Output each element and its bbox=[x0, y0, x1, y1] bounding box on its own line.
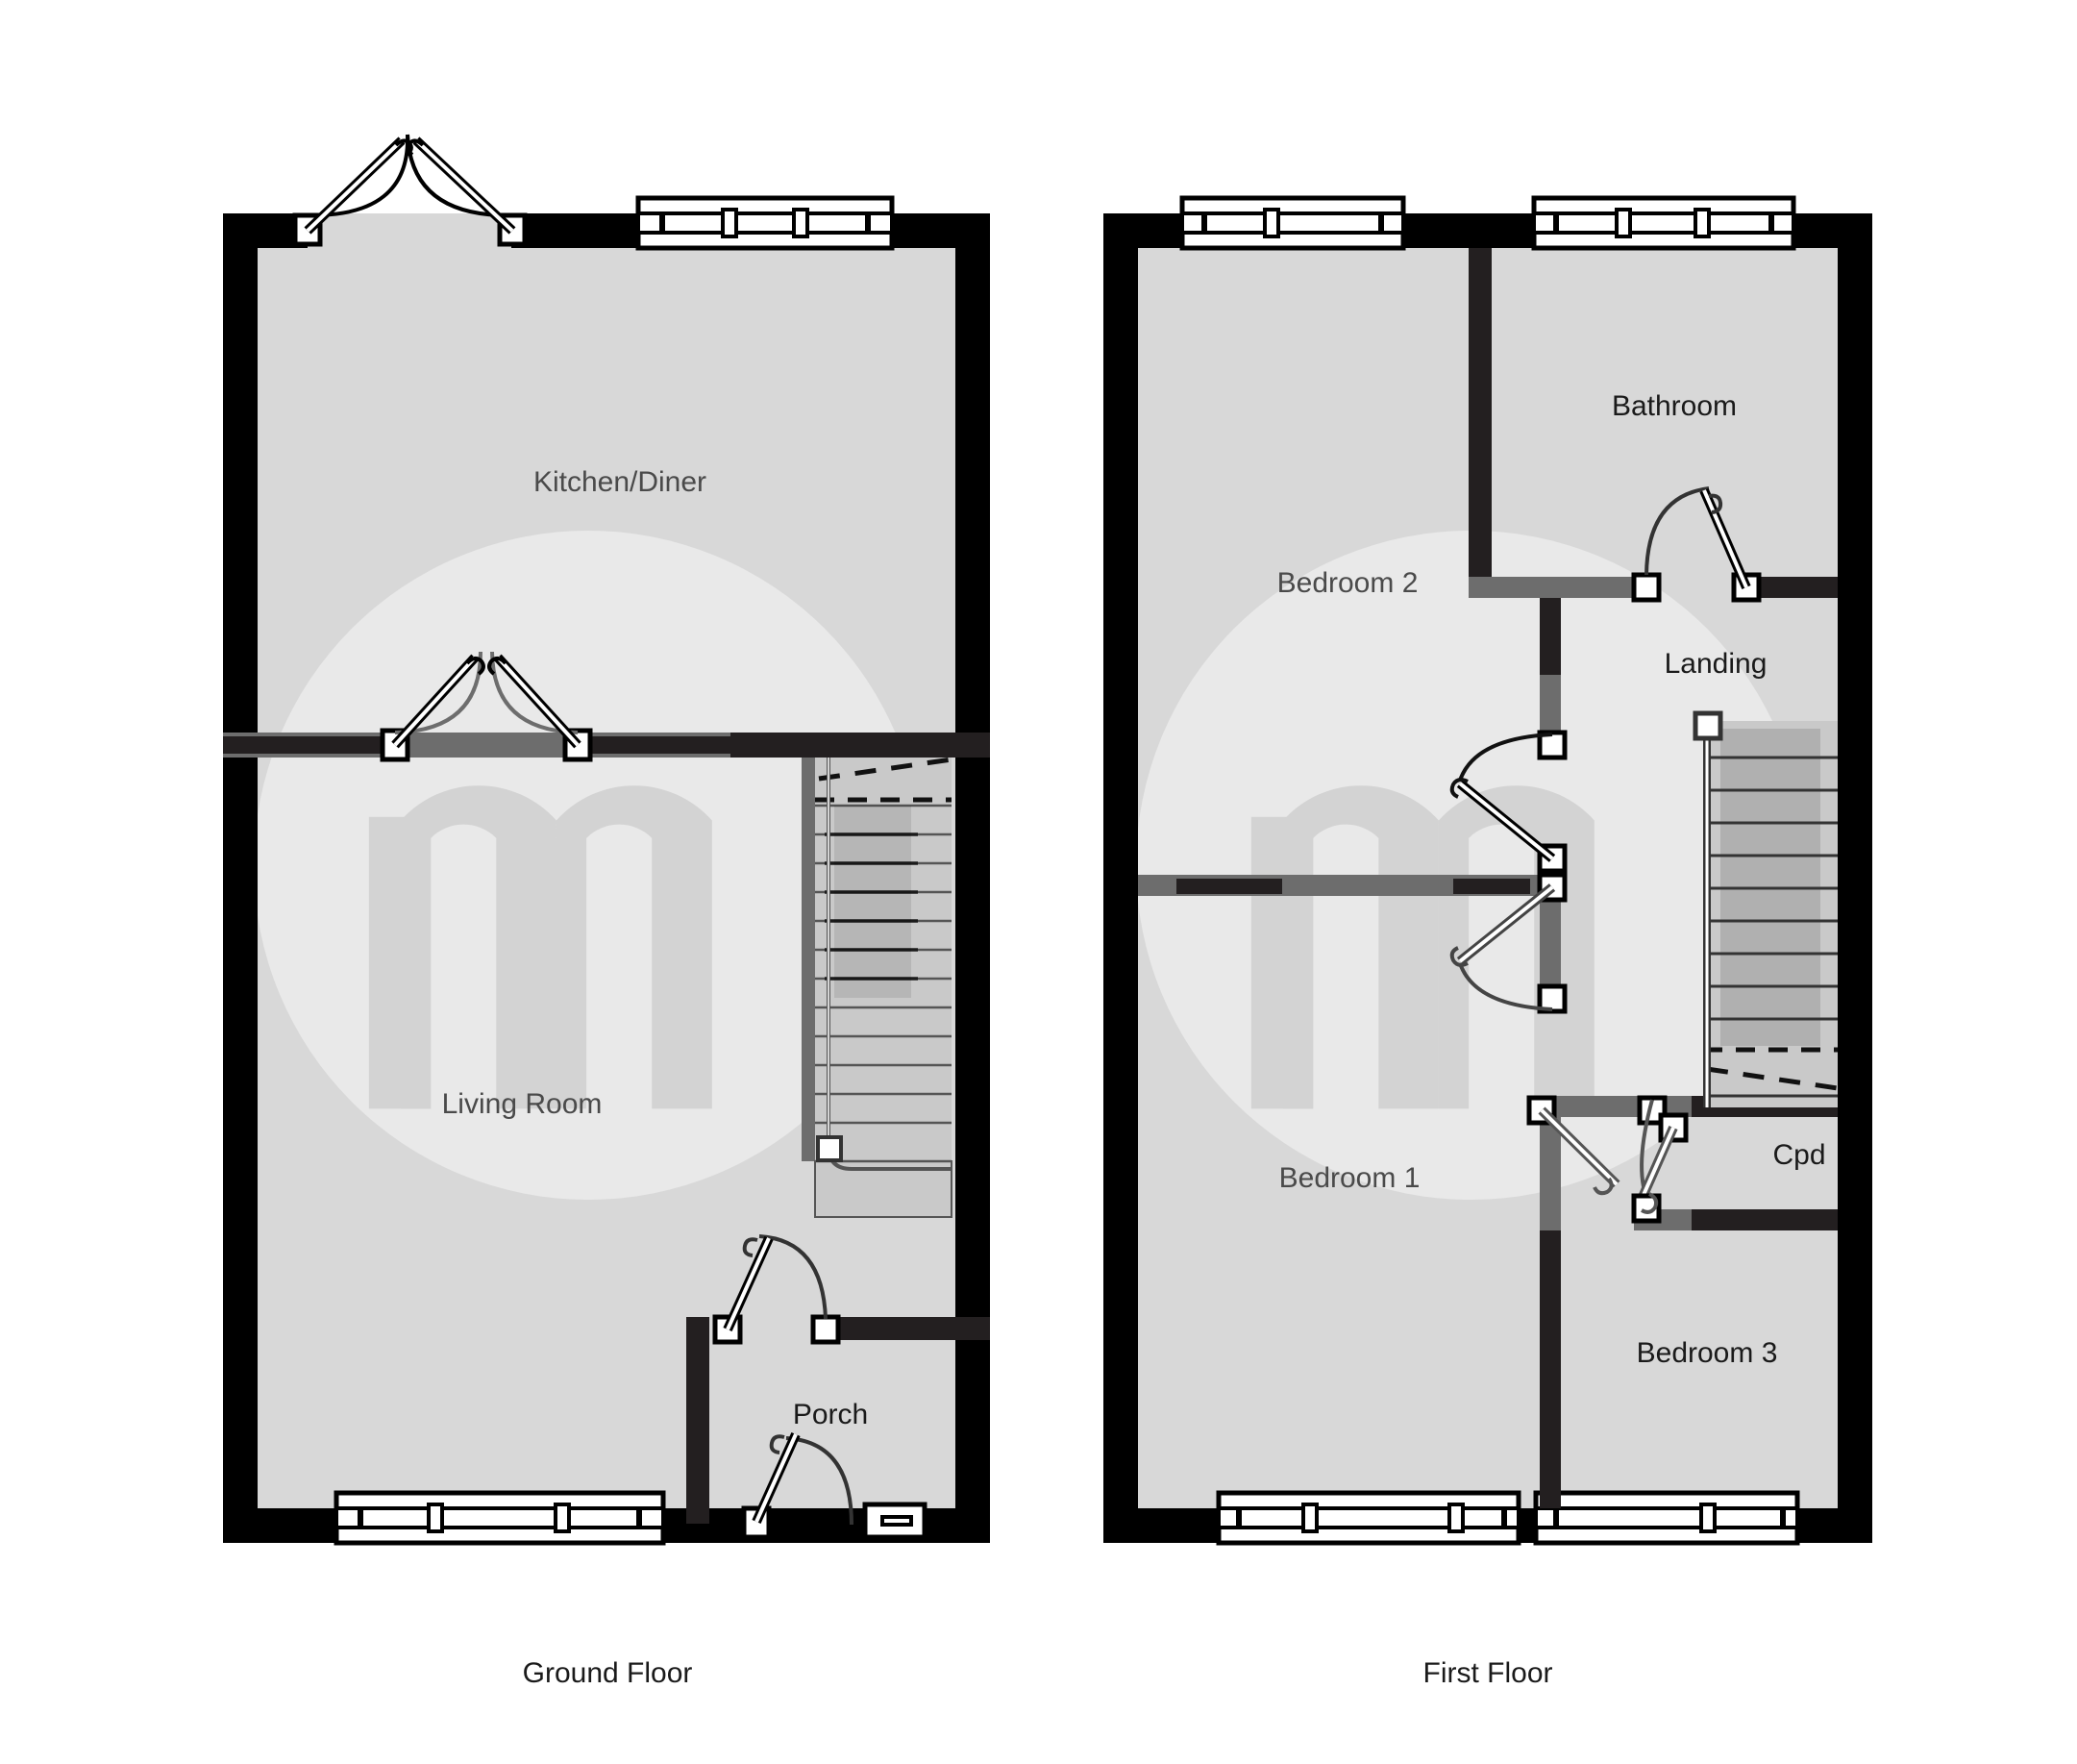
ff-wall-landing-v-top-dark bbox=[1540, 598, 1561, 675]
window-living-bottom bbox=[334, 1490, 666, 1546]
room-label-bedroom-3: Bedroom 3 bbox=[1637, 1337, 1778, 1369]
room-label-landing: Landing bbox=[1665, 648, 1768, 680]
ff-wall-bed2-bed1-dark-b bbox=[1453, 879, 1530, 894]
ff-wall-bed2-bed1-dark-a bbox=[1176, 879, 1282, 894]
ff-ext-wall-left bbox=[1103, 213, 1138, 1543]
watermark-ground bbox=[254, 531, 923, 1200]
stair-newel-post-first bbox=[1693, 710, 1723, 741]
stair-wall-left bbox=[802, 758, 815, 1161]
porch-wall-top-right bbox=[827, 1317, 990, 1340]
int-wall-kitchen-living-a bbox=[223, 736, 396, 754]
room-label-porch: Porch bbox=[793, 1399, 868, 1430]
door-porch-inner bbox=[712, 1234, 841, 1345]
ext-wall-right bbox=[955, 213, 990, 1543]
porch-wall-left bbox=[686, 1317, 709, 1524]
door-cpd bbox=[1631, 1095, 1689, 1224]
caption-ground-floor: Ground Floor bbox=[523, 1657, 693, 1689]
ff-wall-bath-bottom-b bbox=[1757, 577, 1838, 598]
window-bathroom-top bbox=[1531, 195, 1796, 251]
door-porch-front bbox=[741, 1431, 853, 1540]
window-porch-small bbox=[862, 1502, 927, 1540]
window-bedroom1-bottom bbox=[1216, 1490, 1521, 1546]
room-label-bedroom-1: Bedroom 1 bbox=[1279, 1162, 1421, 1194]
int-wall-kitchen-living-b bbox=[577, 736, 730, 754]
door-living-double-left bbox=[380, 651, 485, 762]
int-wall-kitchen-living-c bbox=[730, 733, 990, 758]
window-bedroom3-bottom bbox=[1533, 1490, 1800, 1546]
room-label-kitchen-diner: Kitchen/Diner bbox=[533, 466, 706, 498]
ff-wall-bed1-bed3 bbox=[1540, 1230, 1561, 1508]
ff-ext-wall-right bbox=[1838, 213, 1872, 1543]
ext-wall-left bbox=[223, 213, 258, 1543]
door-living-double-right bbox=[487, 651, 593, 762]
ground-floor-plan: Kitchen/Diner Living Room Porch Ground F… bbox=[223, 134, 990, 1689]
staircase-first bbox=[1693, 710, 1839, 1107]
window-bedroom2-top bbox=[1179, 195, 1406, 251]
door-bathroom bbox=[1631, 486, 1762, 603]
door-bedroom2 bbox=[1449, 730, 1568, 874]
room-label-living-room: Living Room bbox=[442, 1088, 603, 1120]
staircase-ground bbox=[814, 757, 952, 1218]
room-label-bathroom: Bathroom bbox=[1612, 390, 1737, 422]
first-floor-plan: Bathroom Bedroom 2 Landing Bedroom 1 Cpd… bbox=[1103, 195, 1872, 1689]
door-kitchen-french-right bbox=[406, 134, 528, 247]
room-label-bedroom-2: Bedroom 2 bbox=[1277, 567, 1419, 599]
ff-wall-bed2-bath bbox=[1469, 248, 1492, 596]
room-label-cpd: Cpd bbox=[1772, 1139, 1825, 1171]
ff-wall-bath-bottom-a bbox=[1469, 577, 1661, 598]
ff-wall-cpd-bed3 bbox=[1692, 1209, 1838, 1230]
door-bedroom3 bbox=[1526, 1095, 1620, 1196]
caption-first-floor: First Floor bbox=[1423, 1657, 1553, 1689]
door-bedroom1 bbox=[1449, 872, 1568, 1014]
window-kitchen-top bbox=[635, 195, 895, 251]
stair-newel-post bbox=[816, 1135, 843, 1162]
porch-wall-corner bbox=[686, 1317, 709, 1340]
